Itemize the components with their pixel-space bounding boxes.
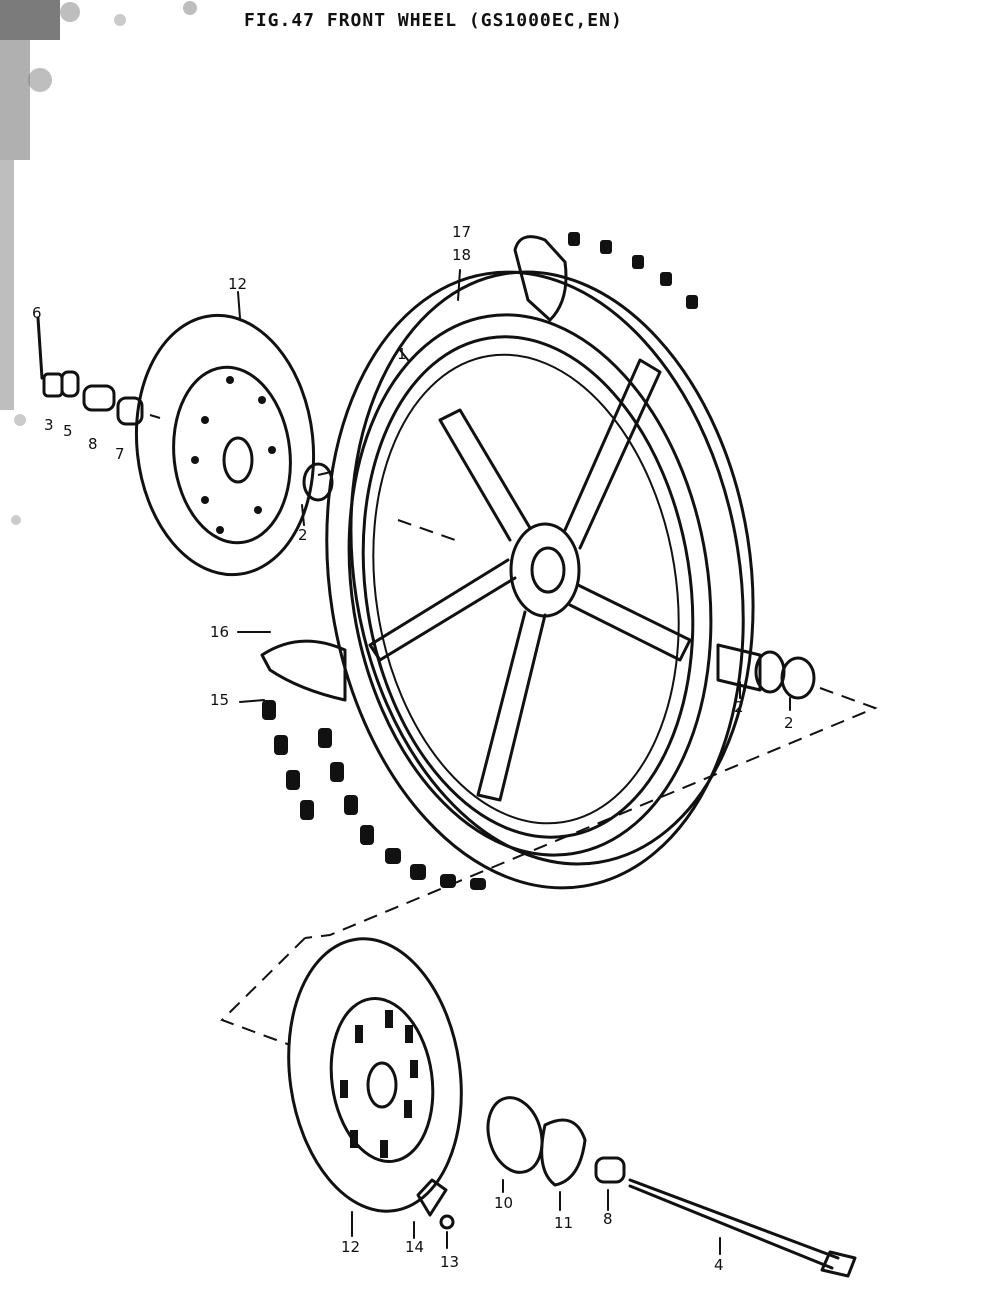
callout-15: 15	[210, 691, 230, 709]
callout-11: 11	[554, 1214, 574, 1232]
callout-2-left: 2	[298, 526, 308, 544]
left-axle-parts	[36, 316, 334, 502]
leader-lines	[237, 269, 791, 1255]
callout-16: 16	[210, 623, 230, 641]
callout-3: 3	[44, 416, 54, 434]
rim-inner	[361, 335, 695, 839]
brake-disc-left	[134, 313, 316, 577]
callout-5: 5	[63, 422, 73, 440]
wheel-spokes	[368, 358, 692, 802]
tire-outline	[325, 270, 745, 890]
scan-noise	[0, 0, 197, 525]
callout-14: 14	[405, 1238, 425, 1256]
wheel-assembly	[260, 232, 755, 890]
callout-12-lower: 12	[341, 1238, 361, 1256]
rim-outer	[347, 313, 713, 857]
callout-17: 17	[452, 223, 472, 241]
callout-8-lower: 8	[603, 1210, 613, 1228]
callout-2-right-b: 2	[784, 714, 794, 732]
callout-18: 18	[452, 246, 472, 264]
brake-disc-right	[287, 937, 463, 1213]
callout-7: 7	[115, 445, 125, 463]
callout-13: 13	[440, 1253, 460, 1271]
callout-2-right-a: 2	[734, 698, 744, 716]
lower-axle-parts	[416, 1096, 857, 1278]
callout-4: 4	[714, 1256, 724, 1274]
callout-6: 6	[32, 304, 42, 322]
callout-8-upper: 8	[88, 435, 98, 453]
callout-1: 1	[397, 345, 407, 363]
tire-tread-blocks	[262, 232, 698, 890]
right-axle-parts	[716, 643, 816, 700]
callout-10: 10	[494, 1194, 514, 1212]
callout-12-upper: 12	[228, 275, 248, 293]
figure-title: FIG.47 FRONT WHEEL (GS1000EC,EN)	[244, 10, 623, 31]
hub	[509, 522, 581, 618]
